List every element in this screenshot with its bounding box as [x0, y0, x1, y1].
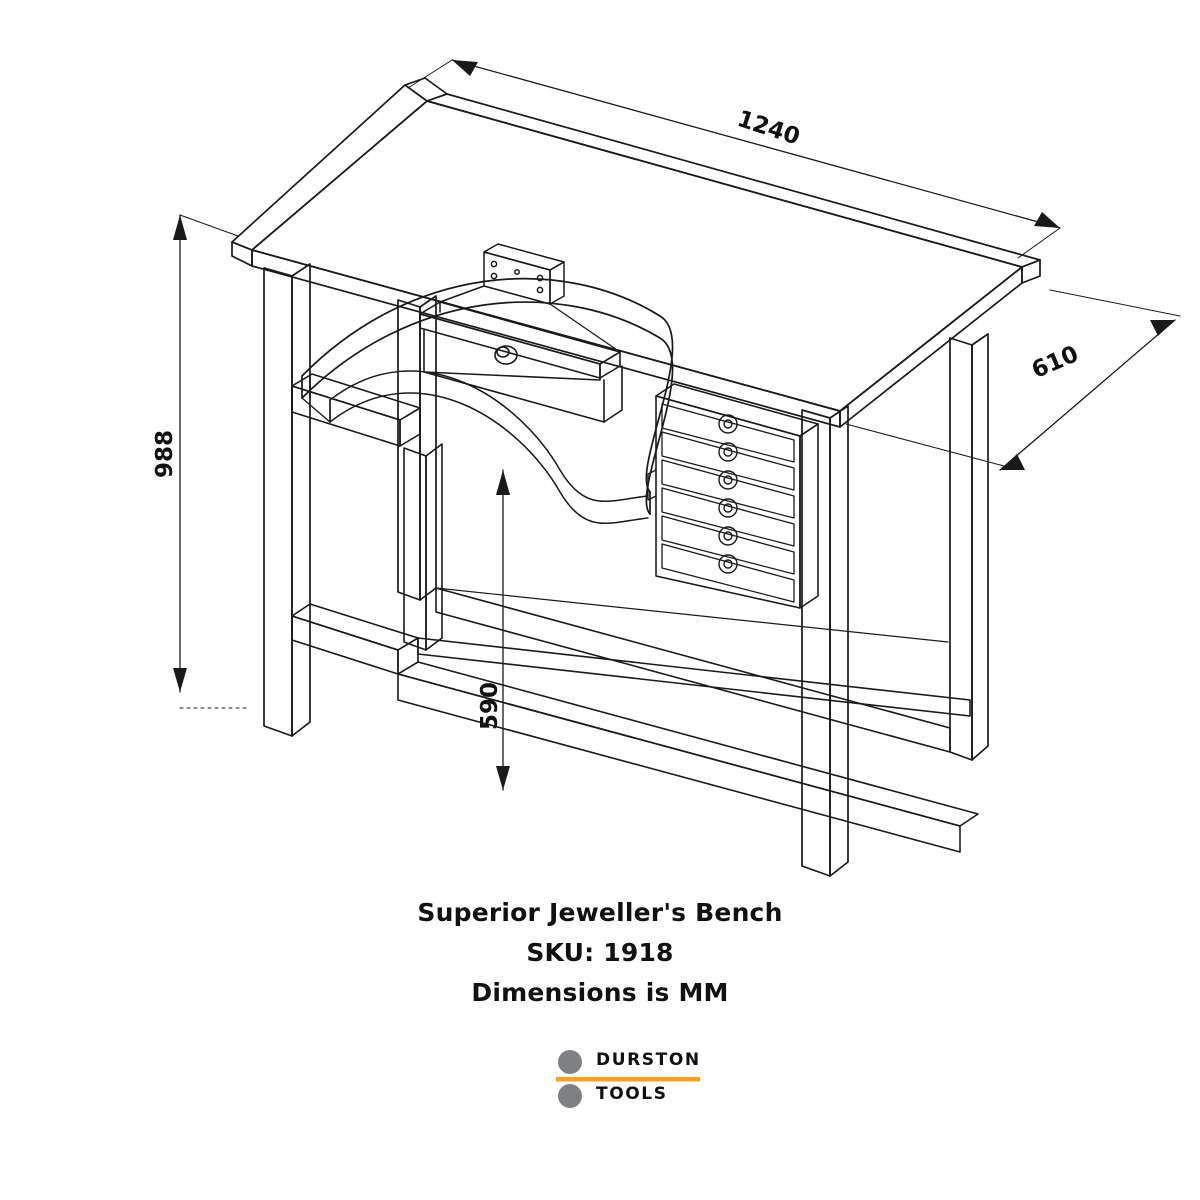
units-note: Dimensions is MM	[471, 978, 729, 1007]
bench-legs	[263, 263, 989, 877]
drawer-stack	[647, 383, 819, 609]
sku-label: SKU: 1918	[526, 938, 674, 967]
bench-worktop	[231, 77, 1041, 428]
dimension-label-worktop-height: 590	[477, 681, 503, 730]
dimension-label-height: 988	[152, 429, 178, 478]
bench-center-post	[403, 443, 443, 651]
dimension-line-depth	[845, 289, 1181, 471]
brand-name-line2: TOOLS	[596, 1084, 668, 1104]
dimension-line-height	[173, 214, 251, 709]
bench-curved-apron	[301, 277, 674, 525]
tool-mount-plate	[439, 243, 621, 353]
brand-logo: DURSTON TOOLS	[530, 1048, 700, 1114]
page-title: Superior Jeweller's Bench	[417, 898, 783, 927]
durston-logo	[556, 1050, 700, 1108]
bench-apron	[291, 373, 421, 447]
drawer-handles	[718, 414, 738, 574]
dimension-line-width	[407, 59, 1061, 259]
brand-name-line1: DURSTON	[596, 1050, 701, 1070]
bench-lower-shelf	[291, 587, 979, 853]
